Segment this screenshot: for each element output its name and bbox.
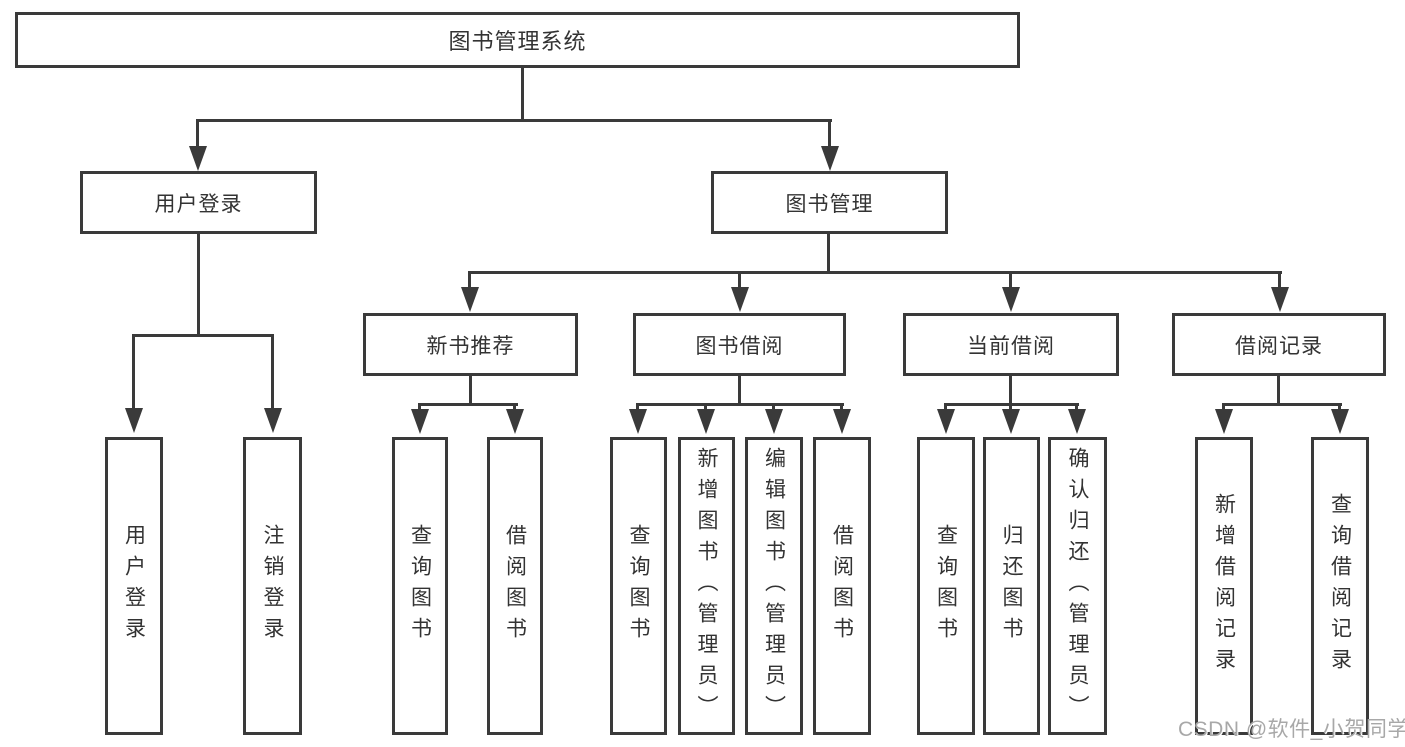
arrow-down-icon	[1068, 409, 1086, 434]
arrow-down-icon	[821, 146, 839, 171]
node-borrow-records: 借阅记录	[1172, 313, 1386, 376]
connector-branch	[418, 403, 518, 406]
leaf-return-book: 归还图书	[983, 437, 1040, 735]
arrow-down-icon	[189, 146, 207, 171]
arrow-down-icon	[1331, 409, 1349, 434]
leaf-query-borrow-record: 查询借阅记录	[1311, 437, 1369, 735]
leaf-user-login: 用户登录	[105, 437, 163, 735]
watermark: CSDN @软件_小贺同学	[1178, 718, 1405, 741]
connector-stem-current-borrow	[1009, 273, 1012, 289]
arrow-down-icon	[125, 408, 143, 433]
arrow-down-icon	[1002, 409, 1020, 434]
arrow-down-icon	[937, 409, 955, 434]
connector-stem-book-borrow	[738, 273, 741, 289]
connector-stem-user-login	[196, 121, 199, 149]
arrow-down-icon	[629, 409, 647, 434]
node-book-management: 图书管理	[711, 171, 948, 234]
leaf-borrow-books-recommend: 借阅图书	[487, 437, 543, 735]
connector-user-login-trunk	[197, 234, 200, 336]
connector-stem-leaf	[271, 336, 274, 410]
leaf-edit-book-admin: 编辑图书（管理员）	[745, 437, 803, 735]
connector-stem-leaf	[132, 336, 135, 410]
connector-stem-borrow-records	[1278, 273, 1281, 289]
arrow-down-icon	[731, 287, 749, 312]
connector-trunk	[1277, 376, 1280, 405]
arrow-down-icon	[697, 409, 715, 434]
leaf-add-book-admin: 新增图书（管理员）	[678, 437, 735, 735]
connector-stem-book-mgmt	[828, 121, 831, 149]
arrow-down-icon	[1215, 409, 1233, 434]
connector-stem-new-book	[468, 273, 471, 289]
connector-root-branch	[196, 119, 832, 122]
arrow-down-icon	[1002, 287, 1020, 312]
connector-trunk	[469, 376, 472, 405]
connector-branch	[1222, 403, 1342, 406]
connector-trunk	[1009, 376, 1012, 405]
node-user-login: 用户登录	[80, 171, 317, 234]
node-new-book-recommend: 新书推荐	[363, 313, 578, 376]
connector-root-trunk	[521, 68, 524, 121]
connector-book-mgmt-trunk	[827, 234, 830, 274]
connector-trunk	[738, 376, 741, 405]
arrow-down-icon	[461, 287, 479, 312]
node-book-borrow: 图书借阅	[633, 313, 846, 376]
arrow-down-icon	[411, 409, 429, 434]
arrow-down-icon	[833, 409, 851, 434]
node-current-borrow: 当前借阅	[903, 313, 1119, 376]
connector-book-mgmt-branch	[468, 271, 1282, 274]
leaf-query-books-current: 查询图书	[917, 437, 975, 735]
node-library-system: 图书管理系统	[15, 12, 1020, 68]
leaf-add-borrow-record: 新增借阅记录	[1195, 437, 1253, 735]
leaf-query-books-recommend: 查询图书	[392, 437, 448, 735]
arrow-down-icon	[264, 408, 282, 433]
leaf-logout: 注销登录	[243, 437, 302, 735]
arrow-down-icon	[765, 409, 783, 434]
connector-branch	[944, 403, 1079, 406]
leaf-confirm-return-admin: 确认归还（管理员）	[1048, 437, 1107, 735]
leaf-borrow-books: 借阅图书	[813, 437, 871, 735]
arrow-down-icon	[506, 409, 524, 434]
connector-user-login-branch	[132, 334, 274, 337]
arrow-down-icon	[1271, 287, 1289, 312]
leaf-query-books-borrow: 查询图书	[610, 437, 667, 735]
connector-branch	[636, 403, 844, 406]
